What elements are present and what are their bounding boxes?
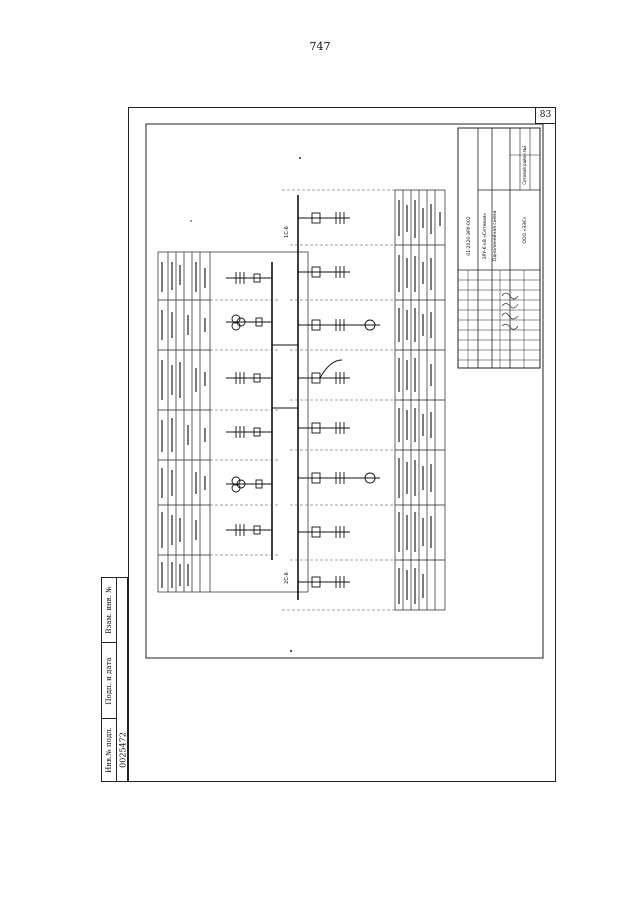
lower-feeder-5	[298, 422, 350, 434]
sheet-frame	[128, 107, 556, 782]
busbars	[271, 195, 299, 600]
lower-feeder-6	[298, 472, 380, 484]
upper-feeder-4	[226, 426, 272, 438]
stamp-replace-cell: Взам. инв. №	[102, 578, 116, 643]
upper-feeder-2	[226, 314, 272, 331]
sheet-number: 83	[535, 107, 556, 124]
title-sheet-title: Однолинейная схема	[491, 210, 498, 261]
lower-feeder-4	[298, 359, 350, 384]
upper-feeder-1	[226, 272, 272, 284]
title-subtitle: Сетевой район №2	[522, 145, 527, 185]
lower-feeder-table	[394, 189, 446, 611]
title-block: 01-2020-ЭРУ-002 ЗРУ-6 кВ «Сетевая» Однол…	[457, 127, 541, 369]
upper-feeder-5	[226, 476, 272, 493]
upper-feeder-6	[226, 524, 272, 536]
title-doc-code: 01-2020-ЭРУ-002	[466, 216, 472, 255]
page-number: 747	[309, 40, 331, 53]
lower-feeder-2	[298, 266, 350, 278]
bus-left-label: 2С-6	[284, 572, 290, 584]
mark-dot	[290, 650, 292, 652]
lower-feeder-7	[298, 526, 350, 538]
lower-feeder-8	[298, 576, 350, 588]
mark-dot	[299, 157, 301, 159]
title-org: ООО «ЭЭС»	[522, 216, 528, 243]
upper-feeder-3	[226, 372, 272, 384]
lower-feeder-1	[298, 212, 350, 224]
upper-feeders	[226, 272, 272, 536]
bus-right-label: 1С-6	[284, 226, 290, 238]
stamp-inventory-value-cell: 0025472	[116, 719, 128, 781]
cell-boundaries	[210, 189, 395, 611]
upper-table-text-marks	[161, 262, 206, 588]
upper-feeder-table	[157, 251, 309, 593]
stamp-value-col-top	[116, 578, 128, 719]
lower-feeder-3	[298, 319, 380, 331]
stamp-sign-cell: Подп. и дата	[102, 643, 116, 719]
side-stamp: Взам. инв. № Подп. и дата Инв.№ подл. 00…	[101, 577, 128, 782]
mark-dot	[190, 220, 192, 222]
lower-table-text-marks	[398, 200, 441, 604]
lower-feeders	[298, 212, 380, 588]
drawing-inner-frame	[145, 123, 544, 659]
title-object: ЗРУ-6 кВ «Сетевая»	[482, 213, 488, 260]
